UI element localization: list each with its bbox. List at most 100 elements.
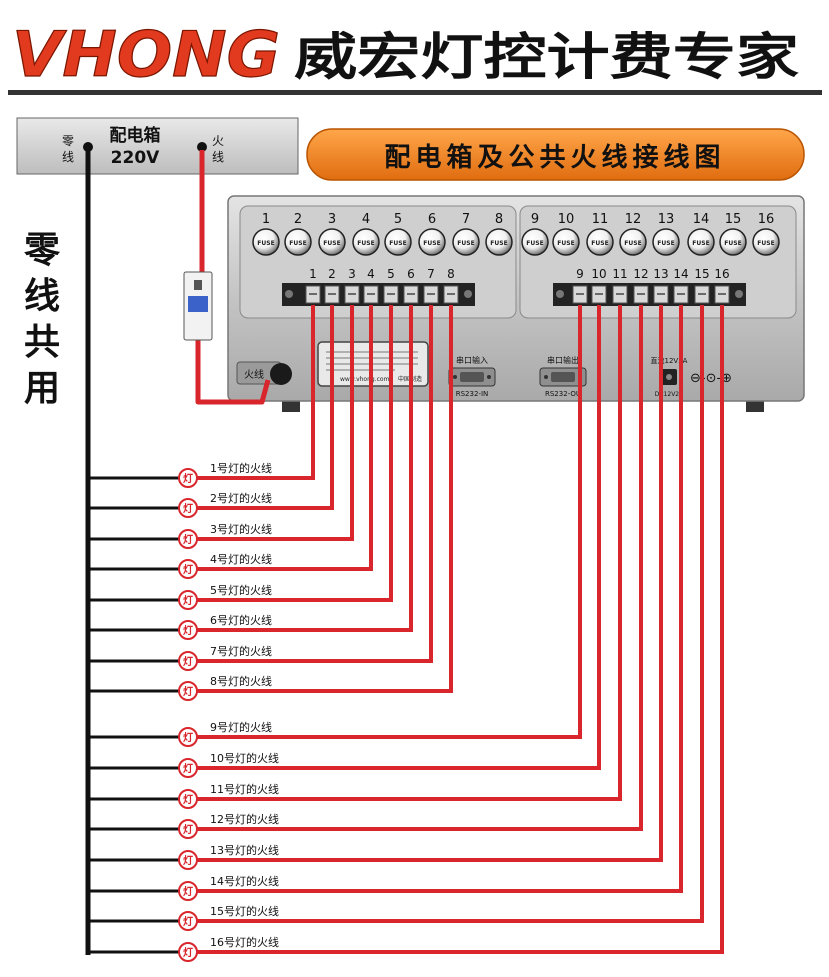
fuse-number: 3 (328, 212, 336, 227)
fuse-holder (652, 228, 680, 256)
lamp-live-wire (188, 305, 724, 954)
box-label: 配电箱 (110, 125, 161, 146)
lamp-icon-label: 灯 (183, 793, 193, 806)
terminal-number: 11 (612, 267, 627, 281)
serial-out-screw-left (544, 375, 548, 379)
side-label: 零 线 共 用 (24, 230, 61, 409)
lamp-icon-label: 灯 (183, 885, 193, 898)
fuse-holder (687, 228, 715, 256)
power-jack-hole (666, 374, 672, 380)
terminal-number: 14 (673, 267, 688, 281)
lamp-icon (178, 727, 198, 747)
serial-out-title: 串口输出 (547, 355, 579, 365)
lamp-icon (178, 529, 198, 549)
serial-out-pins (551, 372, 575, 382)
lamp-live-wire (188, 305, 663, 862)
lamp-icon-label: 灯 (183, 624, 193, 637)
fuse-number: 10 (558, 212, 575, 227)
lamp-icon-label: 灯 (183, 533, 193, 546)
lamp-icon-label: 灯 (183, 731, 193, 744)
fuse-label: FUSE (423, 240, 440, 247)
live-feed-wire (195, 338, 271, 405)
live-label-2: 线 (212, 150, 224, 164)
fuse-number: 13 (658, 212, 675, 227)
lamp-live-wire (188, 305, 433, 663)
side-char-3: 共 (24, 322, 60, 363)
terminal-number: 8 (447, 267, 455, 281)
lamp-live-wire (188, 305, 622, 801)
lamp-live-wire (188, 305, 582, 739)
breaker-lever (188, 296, 208, 312)
title-banner: 配电箱及公共火线接线图 (306, 128, 805, 181)
fuse-number: 4 (362, 212, 370, 227)
fuse-label: FUSE (724, 240, 741, 247)
lamp-icon-label: 灯 (183, 823, 193, 836)
side-char-4: 用 (24, 368, 60, 409)
fuse-label: FUSE (526, 240, 543, 247)
lamp-icon (178, 850, 198, 870)
lamp-icon-label: 灯 (183, 502, 193, 515)
lamp-live-wire (188, 305, 315, 480)
lamp-icon (178, 681, 198, 701)
fuse-label: FUSE (357, 240, 374, 247)
website-text: www.vhong.com (340, 376, 390, 383)
fuse-holder (521, 228, 549, 256)
lamp-live-wire (188, 305, 683, 893)
live-input-label: 火线 (244, 368, 264, 381)
lamp-label: 8号灯的火线 (210, 674, 272, 688)
fuse-number: 12 (625, 212, 642, 227)
fuse-holder (284, 228, 312, 256)
fuse-number: 5 (394, 212, 402, 227)
lamp-label: 3号灯的火线 (210, 522, 272, 536)
lamp-live-wire (188, 305, 373, 571)
strip-mount-hole (556, 290, 564, 298)
terminal-number: 7 (427, 267, 435, 281)
serial-in-label: RS232-IN (456, 390, 489, 398)
power-title: 直流12V2A (651, 356, 688, 365)
lamp-live-wire (188, 305, 413, 632)
live-terminal (197, 142, 207, 152)
power-label: DC12V2A (655, 391, 684, 398)
fuse-label: FUSE (457, 240, 474, 247)
fuse-label: FUSE (289, 240, 306, 247)
lamp-icon-label: 灯 (183, 854, 193, 867)
fuse-number: 9 (531, 212, 539, 227)
lamp-icon-label: 灯 (183, 472, 193, 485)
neutral-label-2: 线 (62, 150, 74, 164)
serial-in-screw-left (453, 375, 457, 379)
fuse-number: 14 (693, 212, 710, 227)
lamp-icon (178, 559, 198, 579)
fuse-holder (619, 228, 647, 256)
lamp-live-wire (188, 305, 334, 510)
lamp-icon (178, 651, 198, 671)
wiring: 灯1号灯的火线灯2号灯的火线灯3号灯的火线灯4号灯的火线灯5号灯的火线灯6号灯的… (85, 147, 724, 962)
fuse-holder (719, 228, 747, 256)
lamp-icon-label: 灯 (183, 563, 193, 576)
fuse-holder (352, 228, 380, 256)
side-char-1: 零 (24, 230, 61, 271)
lamp-label: 11号灯的火线 (210, 782, 279, 796)
lamp-icon (178, 789, 198, 809)
lamp-label: 15号灯的火线 (210, 904, 279, 918)
lamp-live-wire (188, 305, 704, 923)
serial-in-screw-right (487, 375, 491, 379)
fuse-holder (752, 228, 780, 256)
lamp-label: 13号灯的火线 (210, 843, 279, 857)
fuse-holder (485, 228, 513, 256)
lamp-icon (178, 881, 198, 901)
strip-mount-hole (285, 290, 293, 298)
strip-mount-hole (735, 290, 743, 298)
terminal-number: 15 (694, 267, 709, 281)
lamp-live-wire (188, 305, 643, 831)
lamp-live-wire (188, 305, 601, 770)
fuse-holder (252, 228, 280, 256)
fuse-holder (586, 228, 614, 256)
side-char-2: 线 (24, 276, 60, 317)
lamp-live-wire (188, 305, 393, 602)
company-name: 威宏灯控计费专家 (294, 28, 799, 86)
fuse-number: 11 (592, 212, 609, 227)
brand-logo: VHONG (12, 18, 280, 91)
lamp-live-wire (188, 305, 453, 693)
box-voltage: 220V (111, 148, 160, 168)
